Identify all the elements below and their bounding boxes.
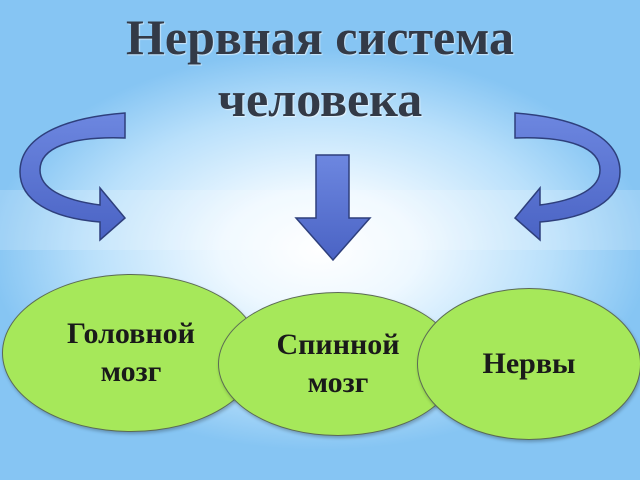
nerves-node: Нервы (417, 288, 640, 440)
brain-node-label: Головной мозг (67, 317, 195, 388)
left-curved-arrow-icon (19, 112, 127, 242)
spinal-cord-node-label: Спинной мозг (276, 328, 400, 399)
title-line-2: человека (217, 71, 423, 127)
page-title: Нервная система человека (0, 6, 640, 130)
right-curved-arrow-icon (513, 112, 621, 242)
down-arrow-icon (294, 154, 372, 262)
brain-node: Головной мозг (2, 274, 260, 432)
spinal-cord-node: Спинной мозг (218, 292, 458, 436)
title-line-1: Нервная система (126, 9, 514, 65)
nerves-node-label: Нервы (482, 347, 576, 380)
